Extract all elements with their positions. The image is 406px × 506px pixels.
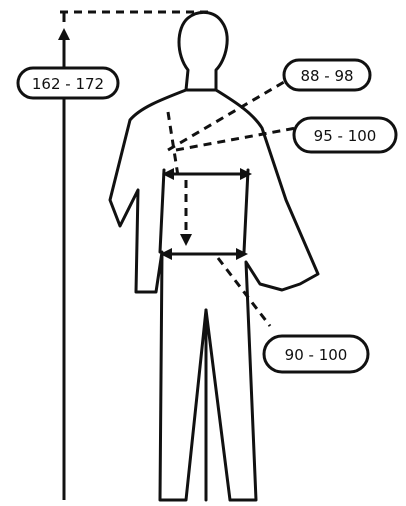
bust-label: 88 - 98: [284, 60, 370, 90]
hip-label-text: 90 - 100: [285, 346, 348, 364]
torso-left-edge: [160, 170, 164, 252]
chest-diagonal-dash: [168, 112, 178, 176]
hip-leader-line: [218, 258, 270, 326]
height-label: 162 - 172: [18, 68, 118, 98]
waist-label: 95 - 100: [294, 118, 396, 152]
height-label-text: 162 - 172: [32, 75, 104, 93]
torso-right-edge: [244, 170, 248, 252]
head-outline: [179, 12, 227, 90]
waist-label-text: 95 - 100: [314, 127, 377, 145]
body-outline: [110, 90, 318, 500]
bust-label-text: 88 - 98: [300, 67, 353, 85]
waist-leader-line: [176, 128, 296, 150]
hip-label: 90 - 100: [264, 336, 368, 372]
